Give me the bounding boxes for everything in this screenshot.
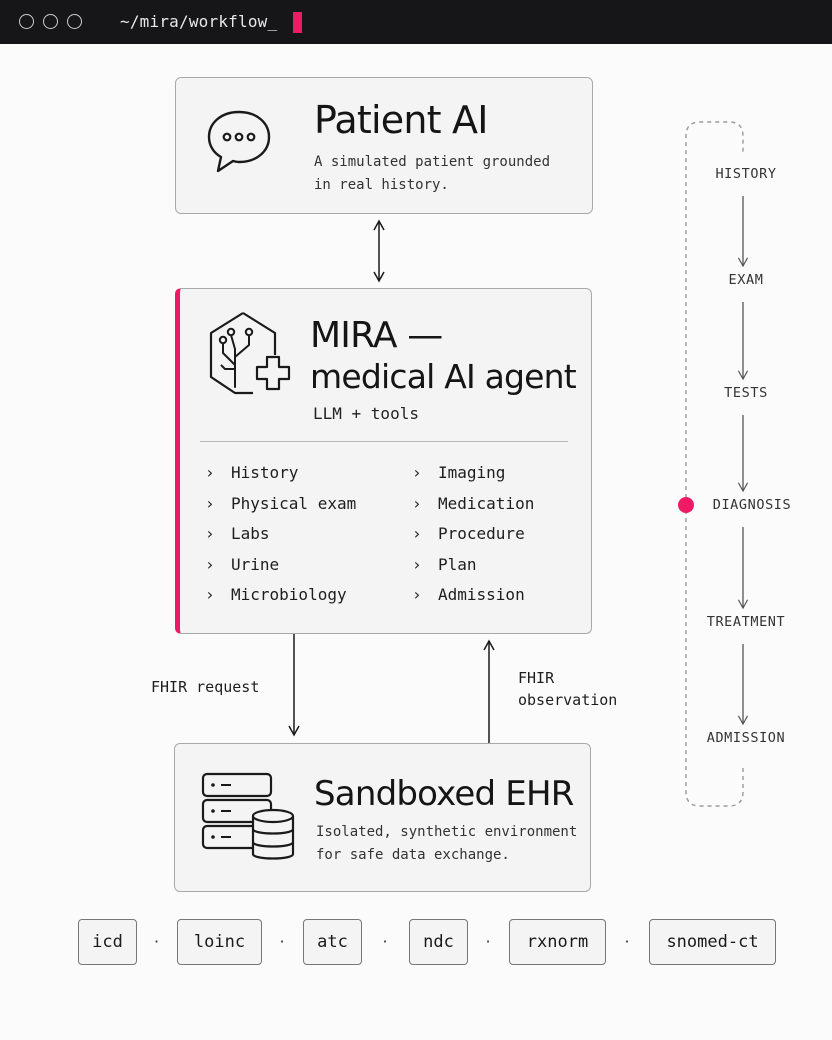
- chevron-right-icon: ›: [205, 463, 215, 482]
- workflow-stage-exam: EXAM: [728, 272, 764, 288]
- tool-label: History: [231, 463, 299, 482]
- tools-right-list: › Imaging › Medication › Procedure › Plan › Admis…: [412, 463, 534, 616]
- mira-title-line2: medical AI agent: [310, 357, 577, 396]
- tool-item: › Microbiology: [205, 585, 356, 616]
- tool-label: Admission: [438, 585, 525, 604]
- chip-separator: ·: [485, 932, 491, 951]
- tools-left-list: › History › Physical exam › Labs › Urine › Microb…: [205, 463, 356, 616]
- vocab-chip-loinc[interactable]: loinc: [177, 919, 262, 965]
- workflow-track: [685, 121, 744, 807]
- chevron-right-icon: ›: [205, 585, 215, 604]
- fhir-observation-label: FHIR observation: [518, 669, 618, 709]
- chevron-right-icon: ›: [412, 524, 422, 543]
- tool-label: Imaging: [438, 463, 506, 482]
- sandboxed-ehr-card: Sandboxed EHR Isolated, synthetic enviro…: [174, 743, 591, 892]
- tool-label: Physical exam: [231, 493, 357, 513]
- tool-label: Microbiology: [231, 585, 347, 604]
- tool-item: › Physical exam: [205, 494, 356, 525]
- window-minimize-icon[interactable]: [43, 14, 58, 29]
- tool-item: › Imaging: [412, 463, 534, 494]
- workflow-stage-diagnosis: DIAGNOSIS: [712, 497, 792, 513]
- workflow-stage-history: HISTORY: [715, 166, 777, 182]
- active-stage-marker: [678, 497, 694, 513]
- vocab-chip-ndc[interactable]: ndc: [409, 919, 468, 965]
- tool-label: Procedure: [438, 524, 525, 543]
- vocab-chip-atc[interactable]: atc: [303, 919, 362, 965]
- tool-item: › Labs: [205, 524, 356, 555]
- mira-agent-card: MIRA — medical AI agent LLM + tools › His…: [175, 288, 592, 634]
- medical-tree-icon: [209, 312, 291, 395]
- mira-divider: [200, 441, 568, 442]
- workflow-stage-treatment: TREATMENT: [706, 614, 786, 630]
- tool-item: › Procedure: [412, 524, 534, 555]
- patient-ai-title: Patient AI: [314, 98, 488, 142]
- tool-item: › Admission: [412, 585, 534, 616]
- chevron-right-icon: ›: [412, 463, 422, 482]
- fhir-request-label: FHIR request: [151, 678, 260, 696]
- vocab-chip-rxnorm[interactable]: rxnorm: [509, 919, 606, 965]
- chevron-right-icon: ›: [205, 493, 215, 513]
- window-close-icon[interactable]: [19, 14, 34, 29]
- window-maximize-icon[interactable]: [67, 14, 82, 29]
- tool-label: Labs: [231, 524, 270, 543]
- vocab-chip-snomed-ct[interactable]: snomed-ct: [649, 919, 776, 965]
- terminal-cursor: [293, 12, 302, 33]
- tool-item: › History: [205, 463, 356, 494]
- mira-title-line1: MIRA —: [310, 315, 443, 356]
- vocab-chip-icd[interactable]: icd: [78, 919, 137, 965]
- terminal-titlebar: ~/mira/workflow_: [0, 0, 832, 44]
- workflow-stage-admission: ADMISSION: [706, 730, 786, 746]
- tool-item: › Plan: [412, 555, 534, 586]
- ehr-description: Isolated, synthetic environment for safe…: [316, 824, 578, 863]
- chip-separator: ·: [624, 932, 630, 951]
- server-database-icon: [201, 772, 295, 860]
- chip-separator: ·: [279, 932, 285, 951]
- chevron-right-icon: ›: [205, 524, 215, 543]
- tool-label: Urine: [231, 554, 280, 574]
- mira-subtitle: LLM + tools: [313, 404, 419, 423]
- tool-label: Medication: [438, 493, 535, 513]
- chip-separator: ·: [382, 932, 388, 951]
- chevron-right-icon: ›: [412, 493, 422, 513]
- tool-item: › Urine: [205, 555, 356, 586]
- ehr-title: Sandboxed EHR: [314, 774, 574, 814]
- chevron-right-icon: ›: [412, 585, 422, 604]
- chat-bubble-icon: [207, 110, 271, 173]
- terminal-path: ~/mira/workflow_: [120, 12, 278, 31]
- chevron-right-icon: ›: [205, 554, 215, 574]
- patient-ai-card: Patient AI A simulated patient grounded …: [175, 77, 593, 214]
- patient-ai-description: A simulated patient grounded in real his…: [314, 154, 551, 193]
- chip-separator: ·: [154, 932, 160, 951]
- chevron-right-icon: ›: [412, 554, 422, 574]
- tool-item: › Medication: [412, 494, 534, 525]
- workflow-stage-tests: TESTS: [724, 385, 768, 401]
- tool-label: Plan: [438, 554, 477, 574]
